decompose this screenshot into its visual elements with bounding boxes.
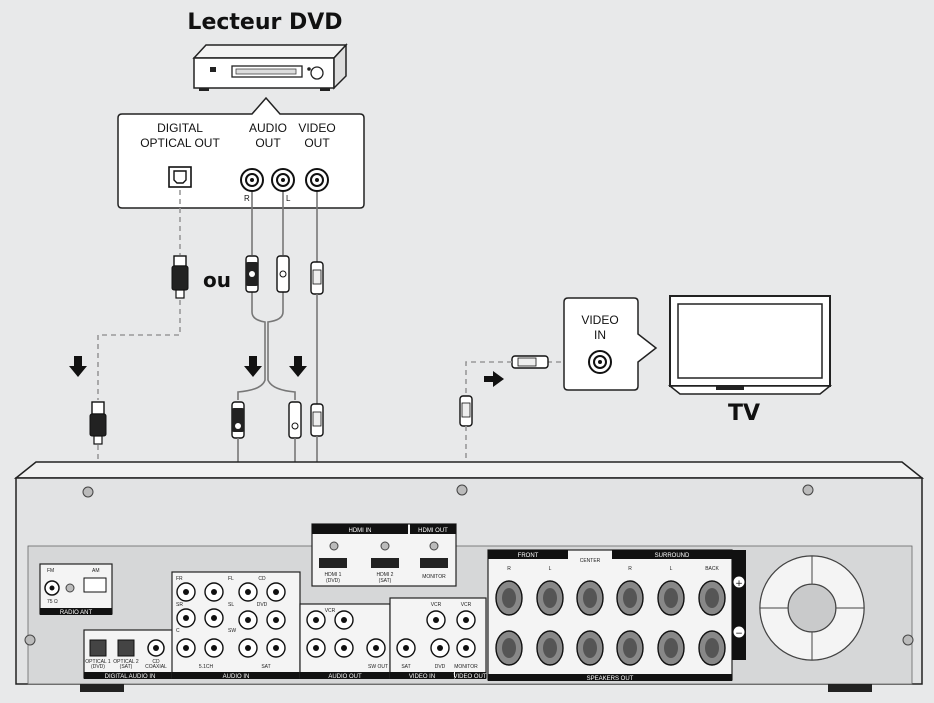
radio-antenna-section: RADIO ANT FM AM 75 Ω (39, 563, 113, 616)
c-label: C (176, 628, 180, 634)
fr-label: FR (176, 576, 183, 582)
hdmi2-sub-label: (SAT) (379, 578, 392, 584)
dvd-output-panel: DIGITAL OPTICAL OUT AUDIO OUT VIDEO OUT … (117, 96, 365, 209)
audio-out-label: AUDIO OUT (328, 674, 362, 680)
ohm-label: 75 Ω (47, 599, 58, 605)
sat-in-label: SAT (261, 664, 270, 670)
hdmi1-sub-label: (DVD) (326, 578, 340, 584)
tv-video-in-label-2: IN (594, 328, 606, 342)
speakers-out-label: SPEAKERS OUT (587, 676, 634, 682)
ch51-label: 5.1CH (199, 664, 214, 670)
optical-port-icon (168, 166, 192, 188)
tv-input-panel: VIDEO IN (563, 297, 658, 391)
sw-label: SW (228, 628, 236, 634)
rca-jack-icon (306, 610, 386, 658)
sl-label: SL (228, 602, 234, 608)
right-arrow-icon (484, 371, 504, 387)
center-label: CENTER (580, 558, 601, 564)
audio-out-section: AUDIO OUT VCR SW OUT (299, 603, 391, 680)
fm-label: FM (47, 568, 54, 574)
down-arrow-icon (69, 356, 87, 377)
front-r-label: R (507, 566, 511, 572)
coaxial-cd-label: CD (152, 659, 160, 665)
front-label: FRONT (518, 553, 539, 559)
audio-out-label-2: OUT (255, 136, 281, 150)
jack-r-label: R (244, 194, 250, 203)
video-out-section-label: VIDEO OUT (453, 674, 486, 680)
speakers-out-section: FRONT CENTER SURROUND SPEAKERS OUT R L R… (487, 549, 746, 682)
rca-jack-icon (396, 610, 476, 658)
hdmi1-label: HDMI 1 (325, 572, 342, 578)
video-out-label-2: OUT (304, 136, 330, 150)
dvd-video-label: DVD (435, 664, 446, 670)
optical2-sub-label: (SAT) (120, 664, 133, 670)
rca-jack-icon (176, 582, 286, 658)
coaxial-label: COAXIAL (145, 664, 167, 670)
vcr-video-out-label: VCR (461, 602, 472, 608)
digital-optical-out-label-2: OPTICAL OUT (140, 136, 220, 150)
optical1-sub-label: (DVD) (91, 664, 105, 670)
speaker-terminal-icon (495, 580, 726, 666)
back-label: BACK (705, 566, 719, 572)
video-out-label: VIDEO (298, 121, 335, 135)
monitor-label: MONITOR (422, 574, 446, 580)
or-label: ou (203, 268, 231, 292)
cd-in-label: CD (258, 576, 266, 582)
hdmi2-label: HDMI 2 (377, 572, 394, 578)
surround-l-label: L (670, 566, 673, 572)
monitor-video-label: MONITOR (454, 664, 478, 670)
audio-in-section: AUDIO IN FR FL SR SL C SW 5.1CH CD DVD S… (171, 571, 301, 680)
vcr-out-label: VCR (325, 608, 336, 614)
hdmi-out-label: HDMI OUT (418, 528, 448, 534)
surround-label: SURROUND (655, 553, 690, 559)
digital-audio-in-label: DIGITAL AUDIO IN (105, 674, 156, 680)
video-section: VIDEO IN VIDEO OUT VCR VCR SAT DVD MONIT… (389, 597, 487, 680)
dvd-in-label: DVD (257, 602, 268, 608)
hdmi-in-label: HDMI IN (349, 528, 372, 534)
optical2-label: OPTICAL 2 (113, 659, 139, 665)
jack-l-label: L (286, 194, 291, 203)
am-label: AM (92, 568, 100, 574)
optical-cable (89, 190, 189, 648)
dvd-player-title: Lecteur DVD (187, 10, 342, 35)
tv-video-in-jack-icon (588, 350, 612, 374)
audio-in-label: AUDIO IN (223, 674, 250, 680)
sr-label: SR (176, 602, 183, 608)
digital-audio-in-section: DIGITAL AUDIO IN OPTICAL 1 (DVD) OPTICAL… (83, 629, 177, 680)
optical1-label: OPTICAL 1 (85, 659, 111, 665)
surround-r-label: R (628, 566, 632, 572)
vcr-video-in-label: VCR (431, 602, 442, 608)
fl-label: FL (228, 576, 234, 582)
minus-label: − (735, 629, 743, 639)
plus-label: + (735, 579, 743, 589)
down-arrow-icon (244, 356, 262, 377)
down-arrow-icon (289, 356, 307, 377)
fan-icon (759, 555, 865, 661)
audio-out-r-jack-icon (240, 168, 264, 192)
tv-video-in-label: VIDEO (581, 313, 618, 327)
dvd-player-illustration (192, 43, 348, 91)
video-out-jack-icon (305, 168, 329, 192)
audio-out-l-jack-icon (271, 168, 295, 192)
tv-illustration (667, 295, 833, 395)
video-in-label: VIDEO IN (409, 674, 435, 680)
radio-ant-label: RADIO ANT (60, 610, 93, 616)
sw-out-label: SW OUT (368, 664, 388, 670)
hdmi-section: HDMI IN HDMI OUT HDMI 1 (DVD) HDMI 2 (SA… (311, 523, 457, 587)
tv-title: TV (728, 401, 760, 426)
front-l-label: L (549, 566, 552, 572)
sat-video-label: SAT (401, 664, 410, 670)
digital-optical-out-label: DIGITAL (157, 121, 203, 135)
audio-out-label: AUDIO (249, 121, 287, 135)
